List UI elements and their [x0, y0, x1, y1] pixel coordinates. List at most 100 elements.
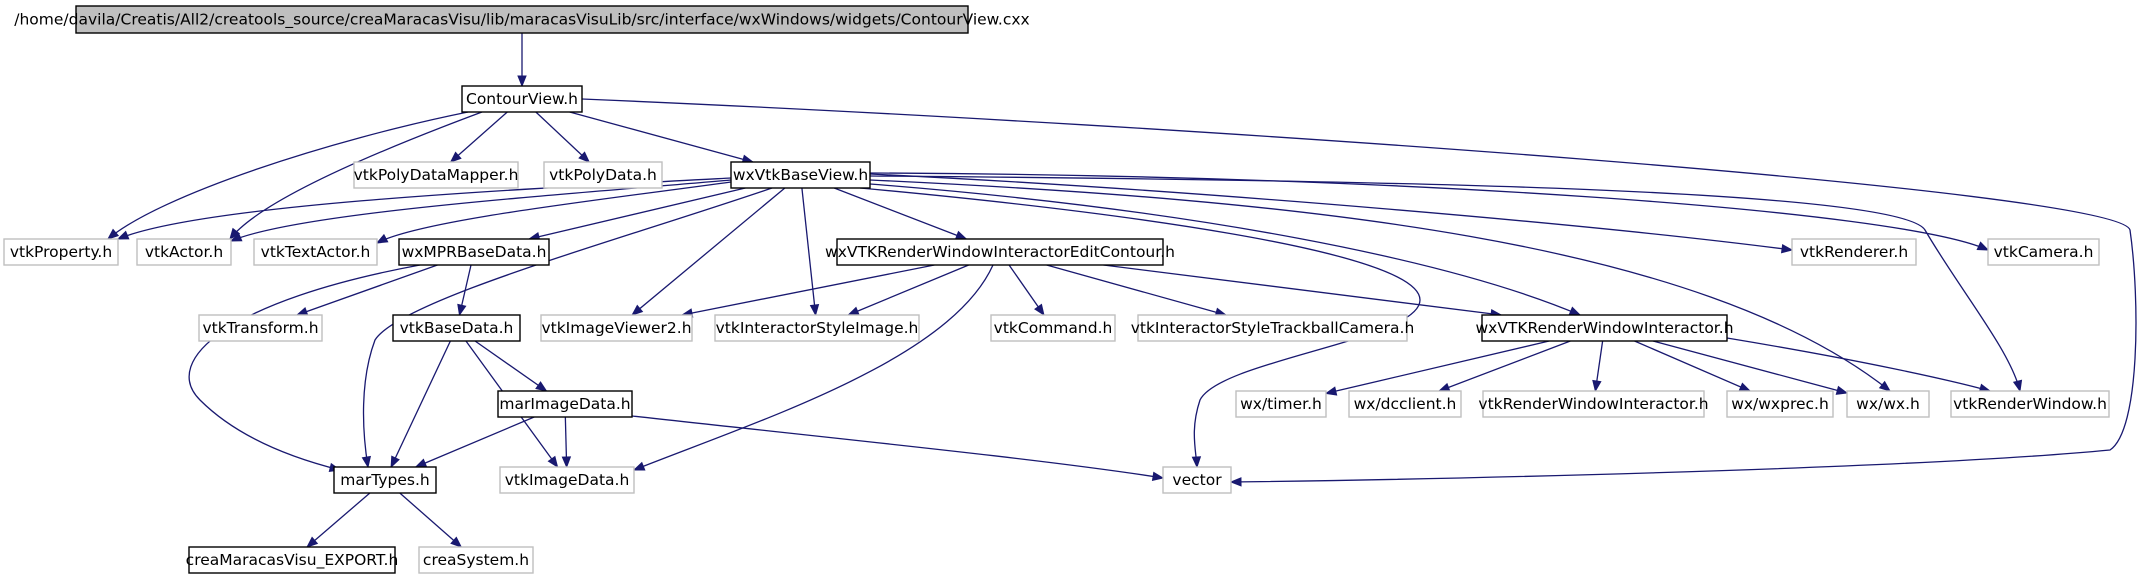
node-vtkrenderwindow-label: vtkRenderWindow.h: [1953, 395, 2107, 413]
node-export-box: [188, 546, 396, 574]
node-vector: vector: [1162, 466, 1232, 494]
node-wxmprbasedata[interactable]: wxMPRBaseData.h: [398, 238, 550, 266]
edge-wxvtkrwiec-to-wxvtkrwi: [1103, 264, 1503, 319]
node-vtkistc: vtkInteractorStyleTrackballCamera.h: [1131, 314, 1415, 342]
edge-marimagedata-to-martypes: [414, 416, 535, 468]
node-vtkrenderwindow: vtkRenderWindow.h: [1950, 390, 2110, 418]
node-martypes-box: [333, 466, 437, 494]
node-vtktextactor: vtkTextActor.h: [253, 238, 378, 266]
node-vtkinteractorstyleimage-box: [714, 314, 920, 342]
node-wxtimer-box: [1235, 390, 1327, 418]
node-wxwx-label: wx/wx.h: [1856, 395, 1920, 413]
edge-contourview-to-vtkpolydatamapper: [449, 111, 508, 163]
edge-wxvtkbaseview-to-vector: [859, 187, 1421, 469]
node-vtkrenderer: vtkRenderer.h: [1791, 238, 1917, 266]
edge-wxvtkbaseview-to-wxmprbasedata: [527, 187, 746, 242]
node-wxvtkbaseview-box: [730, 161, 871, 189]
node-vtkinteractorstyleimage-label: vtkInteractorStyleImage.h: [716, 319, 919, 337]
edge-wxvtkbaseview-to-vtkactor: [229, 179, 732, 242]
node-vtkistc-box: [1137, 314, 1408, 342]
node-wxwxprec-box: [1726, 390, 1834, 418]
node-vtkactor-box: [136, 238, 232, 266]
node-vtkrenderwindow-box: [1950, 390, 2110, 418]
node-root-label: /home/davila/Creatis/All2/creatools_sour…: [14, 11, 1029, 30]
node-wxvtkrwiec-label: wxVTKRenderWindowInteractorEditContour.h: [825, 243, 1175, 261]
node-vtktransform: vtkTransform.h: [198, 314, 323, 342]
node-vtktextactor-label: vtkTextActor.h: [261, 243, 371, 261]
node-vtkbasedata[interactable]: vtkBaseData.h: [392, 314, 521, 342]
node-marimagedata[interactable]: marImageData.h: [497, 390, 633, 418]
edge-marimagedata-to-vector: [631, 415, 1165, 482]
node-root[interactable]: /home/davila/Creatis/All2/creatools_sour…: [14, 5, 1030, 34]
edge-wxvtkbaseview-to-wxwx: [869, 179, 1892, 392]
node-creasystem-box: [418, 546, 534, 574]
edge-marimagedata-to-vtkimagedata: [561, 416, 572, 469]
node-vtkrenderer-label: vtkRenderer.h: [1800, 243, 1908, 261]
node-wxvtkrwiec-box: [836, 238, 1164, 266]
edge-wxvtkrwi-to-wxdcclient: [1437, 340, 1571, 392]
edge-martypes-to-export: [306, 492, 371, 548]
node-vtkproperty-box: [3, 238, 119, 266]
edge-wxvtkrwi-to-wxwxprec: [1634, 340, 1752, 392]
node-wxvtkrwiec[interactable]: wxVTKRenderWindowInteractorEditContour.h: [825, 238, 1175, 266]
node-vtkimageviewer2: vtkImageViewer2.h: [540, 314, 693, 342]
node-vtkpolydatamapper: vtkPolyDataMapper.h: [353, 161, 519, 189]
node-vtkinteractorstyleimage: vtkInteractorStyleImage.h: [714, 314, 920, 342]
node-vtkimageviewer2-label: vtkImageViewer2.h: [541, 319, 691, 337]
node-wxdcclient-box: [1348, 390, 1462, 418]
node-wxwxprec-label: wx/wxprec.h: [1731, 395, 1829, 413]
edge-wxmprbasedata-to-martypes: [188, 264, 421, 473]
nodes-layer: /home/davila/Creatis/All2/creatools_sour…: [3, 5, 2110, 574]
node-export-label: creaMaracasVisu_EXPORT.h: [186, 551, 399, 570]
node-vtkcommand-label: vtkCommand.h: [994, 319, 1113, 337]
edge-wxvtkrwiec-to-vtkinteractorstyleimage: [847, 264, 969, 316]
node-wxvtkrwi[interactable]: wxVTKRenderWindowInteractor.h: [1475, 314, 1734, 342]
edge-wxvtkbaseview-to-vtkinteractorstyleimage: [801, 187, 820, 317]
node-vtkcommand-box: [990, 314, 1116, 342]
edge-contourview-to-vtkpolydata: [535, 111, 591, 163]
node-vtkpolydata-label: vtkPolyData.h: [549, 166, 657, 184]
node-wxvtkrwi-label: wxVTKRenderWindowInteractor.h: [1475, 319, 1733, 337]
node-vtkproperty: vtkProperty.h: [3, 238, 119, 266]
node-vtkimagedata-box: [499, 466, 635, 494]
node-vtkcamera-box: [1987, 238, 2100, 266]
node-creasystem: creaSystem.h: [418, 546, 534, 574]
node-vtkpolydata-box: [543, 161, 663, 189]
edges-layer: [106, 33, 2137, 548]
node-vtkistc-label: vtkInteractorStyleTrackballCamera.h: [1131, 319, 1415, 337]
edge-wxvtkrwi-to-wxwx: [1652, 340, 1849, 395]
node-vtkcamera: vtkCamera.h: [1987, 238, 2100, 266]
node-wxdcclient-label: wx/dcclient.h: [1354, 395, 1457, 413]
node-vtktransform-label: vtkTransform.h: [202, 319, 318, 337]
node-contourview[interactable]: ContourView.h: [461, 85, 583, 113]
node-vector-box: [1162, 466, 1232, 494]
node-vtkactor-label: vtkActor.h: [145, 243, 223, 261]
node-martypes[interactable]: marTypes.h: [333, 466, 437, 494]
node-vtkbasedata-label: vtkBaseData.h: [400, 319, 514, 337]
node-wxvtkbaseview[interactable]: wxVtkBaseView.h: [730, 161, 871, 189]
node-vtkpolydata: vtkPolyData.h: [543, 161, 663, 189]
edge-wxvtkbaseview-to-vtkrenderwindow: [869, 175, 2023, 393]
node-contourview-box: [461, 85, 583, 113]
node-vtkrenderwindowinteractor-label: vtkRenderWindowInteractor.h: [1478, 395, 1708, 413]
node-martypes-label: marTypes.h: [340, 471, 429, 489]
node-vtkimageviewer2-box: [540, 314, 693, 342]
node-vtkrenderwindowinteractor: vtkRenderWindowInteractor.h: [1478, 390, 1709, 418]
edge-wxvtkbaseview-to-wxvtkrwiec: [833, 187, 968, 240]
node-vtktextactor-box: [253, 238, 378, 266]
edge-wxvtkbaseview-to-vtkcamera: [869, 172, 1990, 251]
edge-wxvtkrwiec-to-vtkimageviewer2: [680, 264, 935, 318]
edge-wxvtkrwi-to-vtkrenderwindow: [1726, 337, 1992, 393]
edge-vtkbasedata-to-martypes: [390, 340, 451, 469]
node-export[interactable]: creaMaracasVisu_EXPORT.h: [186, 546, 399, 574]
edge-wxvtkbaseview-to-vtktextactor: [375, 181, 732, 244]
node-vtkrenderer-box: [1791, 238, 1917, 266]
node-wxwx: wx/wx.h: [1846, 390, 1930, 418]
node-wxtimer-label: wx/timer.h: [1240, 395, 1322, 413]
node-wxtimer: wx/timer.h: [1235, 390, 1327, 418]
edge-wxvtkbaseview-to-vtkrenderer: [869, 173, 1794, 254]
node-wxwx-box: [1846, 390, 1930, 418]
edge-wxvtkrwiec-to-vtkcommand: [1008, 264, 1045, 317]
node-vtkcamera-label: vtkCamera.h: [1994, 243, 2094, 261]
